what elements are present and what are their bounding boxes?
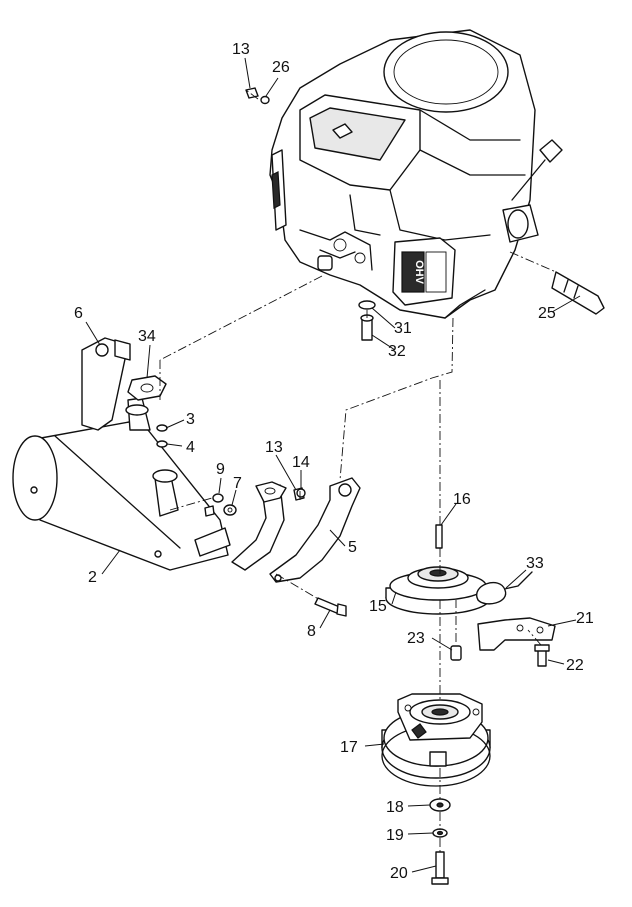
callout-label: 22	[566, 657, 584, 674]
callout-label: 26	[272, 59, 290, 76]
callout-label: 15	[369, 598, 387, 615]
callout-label: 2	[88, 569, 97, 586]
engine-badge-label: OHV	[413, 260, 425, 285]
callout-label: 6	[74, 305, 83, 322]
clutch-anti-rotation-bracket	[477, 617, 556, 651]
clutch-washer-small	[432, 828, 448, 838]
callout-label: 21	[576, 610, 594, 627]
callout-label: 13	[265, 439, 283, 456]
callout-label: 5	[348, 539, 357, 556]
muffler-assembly	[12, 337, 287, 571]
callout-label: 16	[453, 491, 471, 508]
bracket-bolt	[534, 644, 550, 667]
callout-label: 20	[390, 865, 408, 882]
callout-label: 19	[386, 827, 404, 844]
callout-label: 13	[232, 41, 250, 58]
clutch-washer-large	[429, 798, 451, 812]
callout-label: 14	[292, 454, 310, 471]
callout-labels: 13 26 6 34 3 4 31 32 25 13 14 9 7 2 5 8 …	[74, 41, 594, 882]
bolt-and-washer-engine	[358, 300, 376, 341]
callout-leaders	[85, 57, 581, 873]
shaft-key	[435, 524, 443, 549]
bolt-muffler-lower	[314, 597, 347, 617]
callout-label: 18	[386, 799, 404, 816]
clutch-mounting-bolt	[431, 851, 449, 885]
oil-drain-valve	[551, 271, 605, 315]
assembly-centerlines	[159, 89, 557, 852]
screw-and-nut-bracket	[293, 487, 306, 501]
callout-label: 25	[538, 305, 556, 322]
callout-label: 34	[138, 328, 156, 345]
callout-label: 9	[216, 461, 225, 478]
callout-label: 31	[394, 320, 412, 337]
electric-pto-clutch	[381, 693, 491, 787]
heat-shield-bracket	[269, 477, 361, 583]
callout-label: 32	[388, 343, 406, 360]
callout-label: 17	[340, 739, 358, 756]
engine-pulley	[385, 566, 491, 615]
bracket-spacer	[450, 645, 462, 661]
callout-label: 33	[526, 555, 544, 572]
callout-label: 3	[186, 411, 195, 428]
callout-label: 4	[186, 439, 195, 456]
callout-label: 8	[307, 623, 316, 640]
engine: OHV	[269, 29, 563, 319]
callout-label: 7	[233, 475, 242, 492]
callout-label: 23	[407, 630, 425, 647]
retaining-clip	[475, 571, 533, 605]
screw-and-washer-top	[245, 87, 270, 105]
